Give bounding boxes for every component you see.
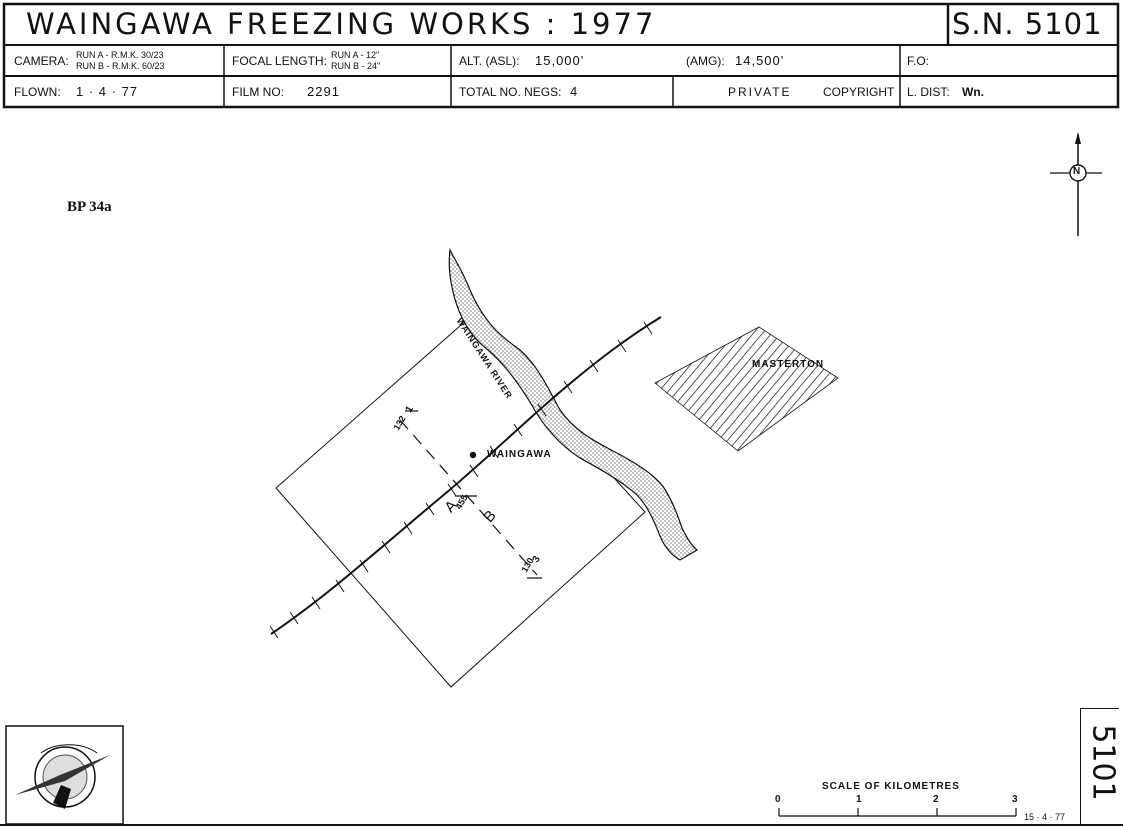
amg-label: (AMG): <box>686 54 725 68</box>
waingawa-label: WAINGAWA <box>487 449 552 460</box>
focal-run-a: RUN A - 12" <box>331 50 380 60</box>
plate-reference: BP 34a <box>67 199 112 215</box>
alt-asl-value: 15,000' <box>535 53 585 68</box>
side-id-box <box>1080 708 1119 825</box>
focal-length-label: FOCAL LENGTH: <box>232 54 327 68</box>
flight-line-b <box>399 419 538 576</box>
scale-tick-2: 2 <box>933 794 939 805</box>
l-dist-label: L. DIST: <box>907 85 950 99</box>
map-title: WAINGAWA FREEZING WORKS : 1977 <box>26 7 657 41</box>
header-grid <box>2 2 1120 109</box>
scale-tick-0: 0 <box>775 794 781 805</box>
total-negs-value: 4 <box>570 84 579 99</box>
camera-label: CAMERA: <box>14 54 69 68</box>
flown-value: 1 · 4 · 77 <box>76 84 139 99</box>
film-no-label: FILM NO: <box>232 85 285 99</box>
flight-line-a <box>269 316 662 639</box>
fo-label: F.O: <box>907 54 930 68</box>
focal-run-b: RUN B - 24" <box>331 61 381 71</box>
camera-run-b: RUN B - R.M.K. 60/23 <box>76 61 165 71</box>
north-arrow-icon <box>1050 132 1102 236</box>
aerial-mapping-logo-icon <box>5 725 124 825</box>
amg-value: 14,500' <box>735 53 785 68</box>
scale-tick-3: 3 <box>1012 794 1018 805</box>
side-sheet-number: 5101 <box>1085 724 1121 801</box>
l-dist-value: Wn. <box>962 85 984 99</box>
masterton-label: MASTERTON <box>752 359 825 370</box>
page-bottom-border <box>0 824 1123 826</box>
flown-label: FLOWN: <box>14 85 61 99</box>
waingawa-point <box>469 451 477 459</box>
sheet-number: S.N. 5101 <box>952 7 1103 41</box>
film-no-value: 2291 <box>307 84 340 99</box>
private-label: PRIVATE <box>728 85 792 99</box>
camera-run-a: RUN A - R.M.K. 30/23 <box>76 50 164 60</box>
waingawa-river <box>448 247 699 561</box>
north-label: N <box>1073 166 1081 177</box>
issue-date: 15 · 4 · 77 <box>1024 812 1066 822</box>
scale-title: SCALE OF KILOMETRES <box>822 781 960 792</box>
scale-bar <box>778 808 1017 817</box>
scale-tick-1: 1 <box>856 794 862 805</box>
total-negs-label: TOTAL NO. NEGS: <box>459 85 562 99</box>
masterton-area <box>654 326 839 452</box>
copyright-label: COPYRIGHT <box>823 85 895 99</box>
alt-asl-label: ALT. (ASL): <box>459 54 520 68</box>
